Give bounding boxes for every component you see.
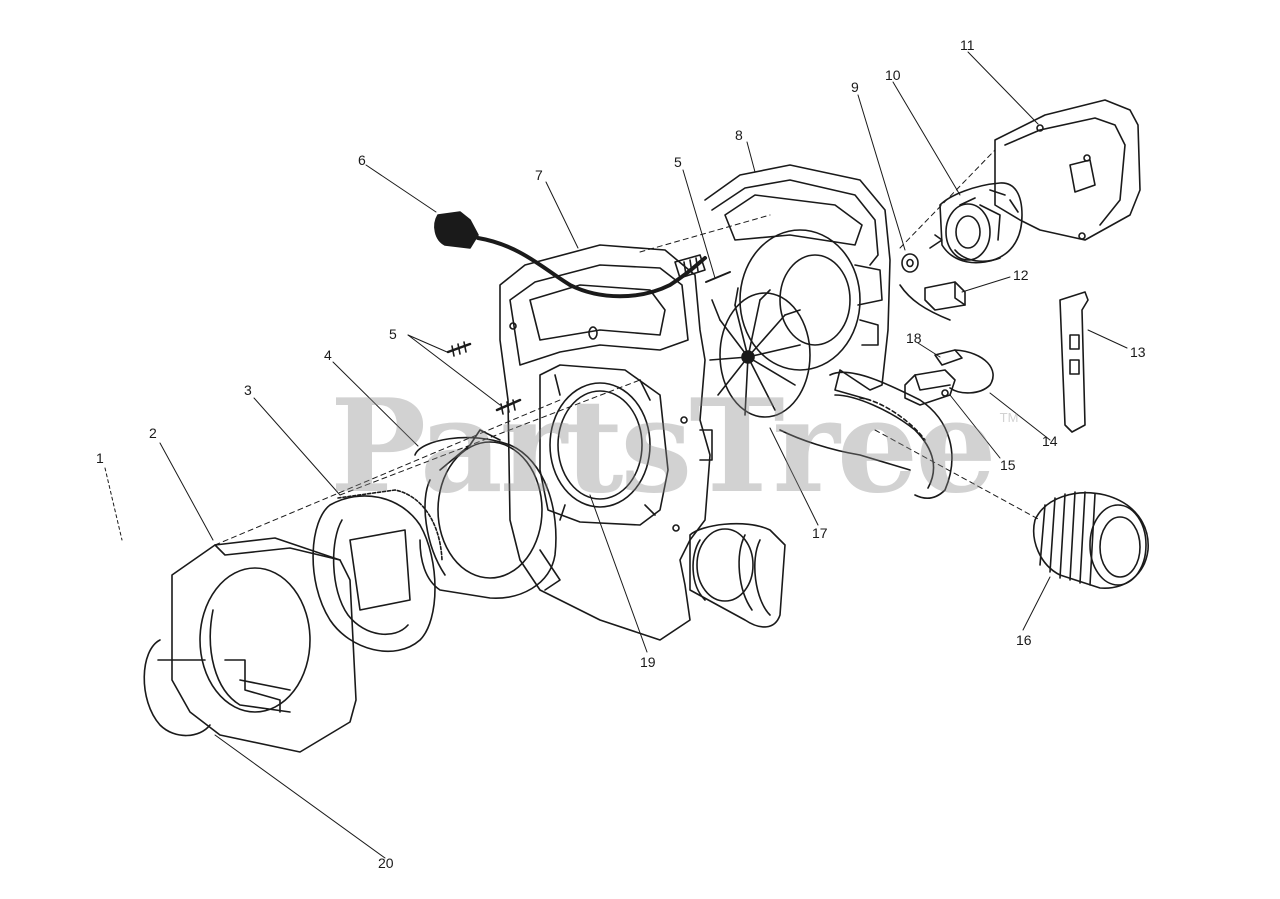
callout-19: 19 [640,654,656,670]
part-11-motor-cover [994,99,1141,241]
part-14-wire-loop [949,349,994,394]
callout-10: 10 [885,67,901,83]
callout-20: 20 [378,855,394,871]
part-2-front-housing [171,537,357,753]
callout-8: 8 [735,127,743,143]
callout-2: 2 [149,425,157,441]
part-20-front-disc [143,639,211,737]
part-outlet-tube [689,522,786,628]
callout-5-rear: 5 [674,154,682,170]
callout-17: 17 [812,525,828,541]
part-13-bracket [1059,291,1089,433]
part-19-intake-ring [539,364,669,526]
callout-13: 13 [1130,344,1146,360]
part-17-impeller [709,287,811,418]
callout-3: 3 [244,382,252,398]
part-18-contact [934,349,963,366]
callout-18: 18 [906,330,922,346]
callout-12: 12 [1013,267,1029,283]
callout-leaders [104,51,1128,859]
part-10-motor [929,182,1023,264]
callout-5-front: 5 [389,326,397,342]
part-4-inner-retainer [414,429,561,599]
callout-labels: 1 2 3 4 5 5 6 7 8 9 10 11 12 13 14 15 16… [96,37,1146,871]
watermark-trademark: TM [999,410,1019,425]
part-9-washer [901,253,919,273]
part-5-screws [446,271,731,415]
part-7-main-housing [499,244,713,641]
part-outlet-duct [779,371,953,500]
watermark-text: PartsTree [330,372,997,522]
alignment-lines [214,149,1041,546]
callout-14: 14 [1042,433,1058,449]
part-16-nozzle [1033,491,1149,589]
callout-4: 4 [324,347,332,363]
callout-15: 15 [1000,457,1016,473]
callout-7: 7 [535,167,543,183]
callout-16: 16 [1016,632,1032,648]
callout-1: 1 [96,450,104,466]
part-12-switch [899,281,966,321]
part-6-power-cord [434,211,707,299]
part-8-rear-housing [704,164,891,401]
callout-6: 6 [358,152,366,168]
callout-9: 9 [851,79,859,95]
callout-11: 11 [960,37,975,53]
part-15-switch-body [904,369,956,406]
